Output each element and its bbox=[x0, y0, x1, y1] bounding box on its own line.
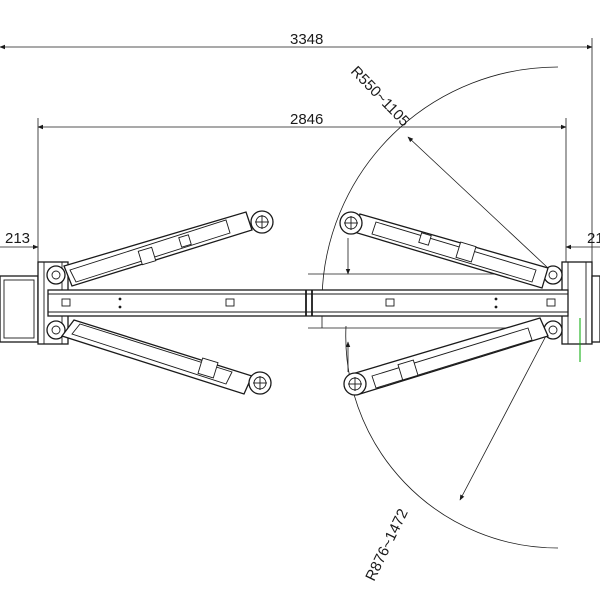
upper-right-lift-arm bbox=[339, 211, 549, 289]
overall-width-label: 3348 bbox=[290, 31, 323, 48]
left-offset-dimension: 213 bbox=[0, 230, 39, 250]
short-arm-radius-label: R550~1105 bbox=[347, 63, 413, 130]
floor-plate bbox=[47, 289, 569, 317]
lower-left-lift-arm bbox=[60, 319, 272, 395]
overall-width-dimension: 3348 bbox=[0, 31, 593, 268]
left-offset-label: 213 bbox=[5, 230, 30, 247]
lower-right-lift-arm bbox=[343, 317, 549, 396]
upper-left-lift-arm bbox=[63, 210, 274, 287]
inner-width-label: 2846 bbox=[290, 111, 323, 128]
short-arm-swing-radius: R550~1105 bbox=[321, 63, 559, 328]
inner-width-dimension: 2846 bbox=[37, 111, 567, 262]
right-offset-label: 213 bbox=[587, 230, 600, 247]
right-offset-dimension: 213 bbox=[565, 230, 600, 250]
long-arm-radius-label: R876~1472 bbox=[362, 506, 411, 584]
